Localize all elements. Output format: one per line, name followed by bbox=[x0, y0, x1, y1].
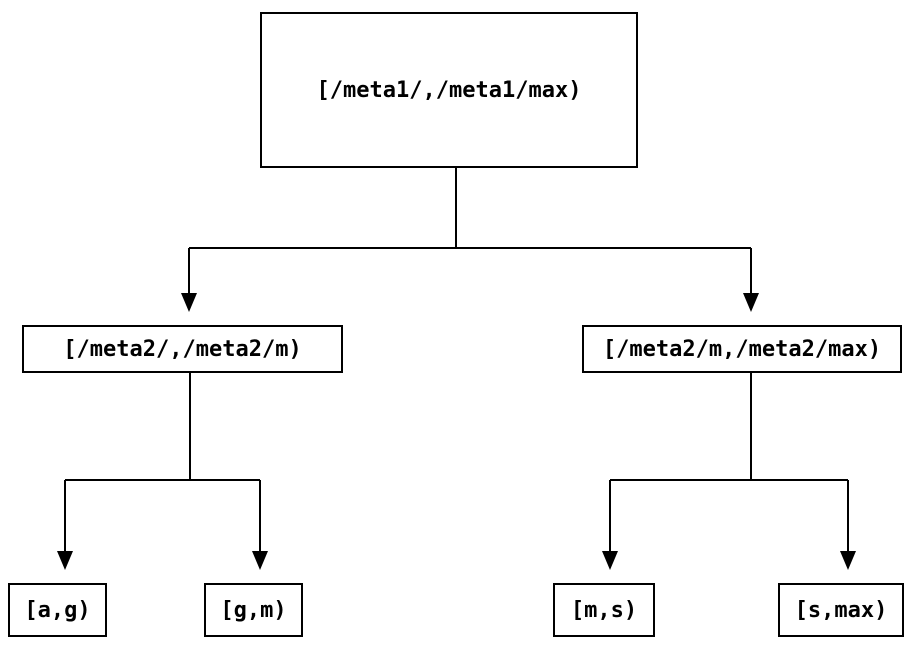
node-leaf-ag: [a,g) bbox=[8, 583, 107, 637]
arrowhead-leaf-ms-icon bbox=[602, 551, 618, 570]
node-meta2-high: [/meta2/m,/meta2/max) bbox=[582, 325, 902, 373]
arrowhead-leaf-gm-icon bbox=[252, 551, 268, 570]
node-leaf-smax: [s,max) bbox=[778, 583, 904, 637]
arrowhead-root-right-icon bbox=[743, 293, 759, 312]
node-leaf-gm: [g,m) bbox=[204, 583, 303, 637]
node-root: [/meta1/,/meta1/max) bbox=[260, 12, 638, 168]
node-leaf-ms: [m,s) bbox=[553, 583, 655, 637]
arrowhead-leaf-smax-icon bbox=[840, 551, 856, 570]
arrowhead-leaf-ag-icon bbox=[57, 551, 73, 570]
arrowhead-root-left-icon bbox=[181, 293, 197, 312]
node-meta2-low: [/meta2/,/meta2/m) bbox=[22, 325, 343, 373]
